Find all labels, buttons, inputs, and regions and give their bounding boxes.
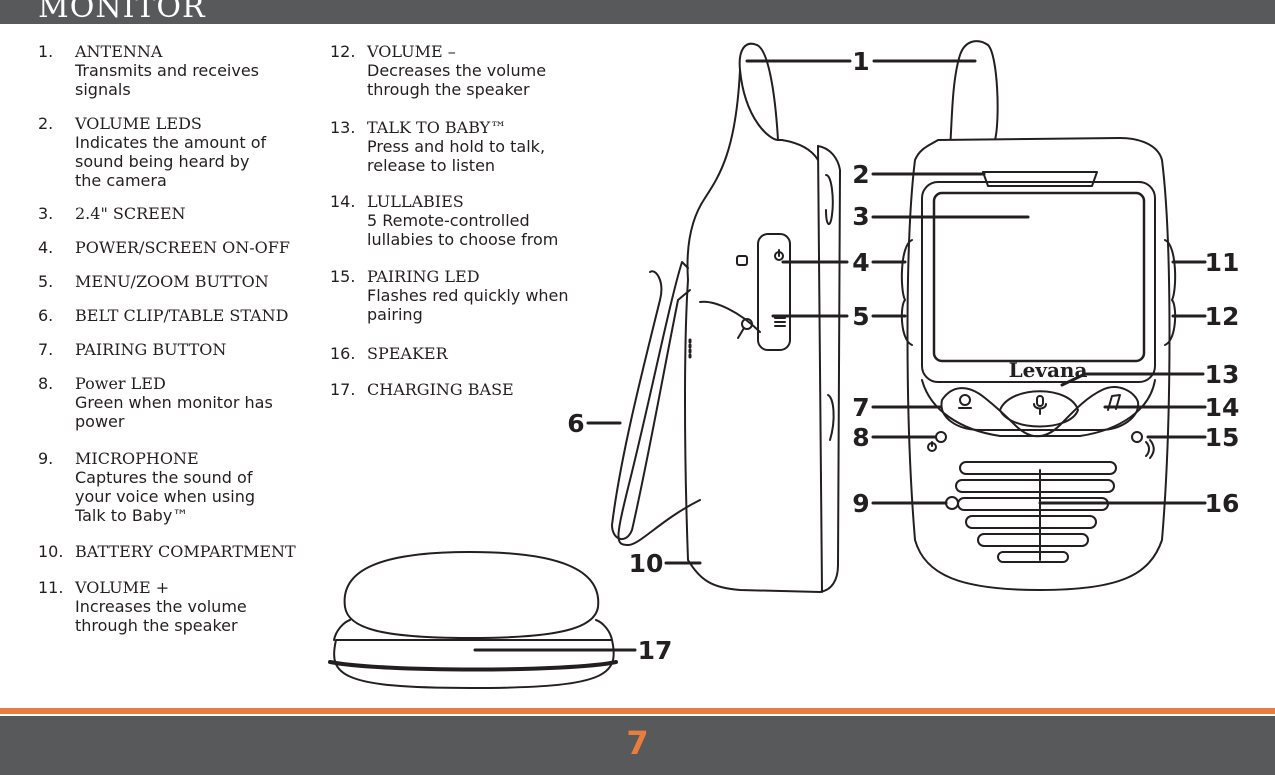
item-number: 14.	[330, 192, 356, 211]
item-number: 9.	[38, 449, 54, 468]
item-title: TALK TO BABY™	[367, 118, 507, 137]
item-title: MENU/ZOOM BUTTON	[75, 272, 269, 291]
item-number: 7.	[38, 340, 54, 359]
orange-divider	[0, 708, 1275, 714]
item-number: 3.	[38, 204, 54, 223]
item-number: 6.	[38, 306, 54, 325]
callout-label: 14	[1205, 393, 1240, 422]
item-number: 11.	[38, 578, 64, 597]
callout-label: 13	[1205, 360, 1240, 389]
item-number: 2.	[38, 114, 54, 133]
item-number: 8.	[38, 374, 54, 393]
header-bar: MONITOR	[0, 0, 1275, 24]
item-description: Captures the sound of your voice when us…	[75, 468, 256, 525]
item-title: BATTERY COMPARTMENT	[75, 542, 296, 561]
item-title: VOLUME –	[367, 42, 456, 61]
item-title: VOLUME LEDS	[75, 114, 202, 133]
callout-label: 6	[567, 409, 584, 438]
item-title: 2.4" SCREEN	[75, 204, 186, 223]
page-title: MONITOR	[38, 0, 206, 24]
callout-label: 17	[638, 636, 673, 665]
item-title: PAIRING LED	[367, 267, 480, 286]
item-number: 4.	[38, 238, 54, 257]
item-description: Press and hold to talk, release to liste…	[367, 137, 546, 175]
item-description: Green when monitor has power	[75, 393, 273, 431]
front-view-drawing	[900, 40, 1177, 591]
item-number: 16.	[330, 344, 356, 363]
callout-label: 5	[852, 302, 869, 331]
item-description: Indicates the amount of sound being hear…	[75, 133, 267, 190]
item-title: PAIRING BUTTON	[75, 340, 227, 359]
callout-label: 9	[852, 489, 869, 518]
item-description: Transmits and receives signals	[75, 61, 259, 99]
callout-label: 15	[1205, 423, 1240, 452]
footer-bar	[0, 716, 1275, 775]
item-number: 13.	[330, 118, 356, 137]
callout-label: 10	[629, 549, 664, 578]
leader-lines	[473, 59, 1207, 652]
item-number: 1.	[38, 42, 54, 61]
item-title: BELT CLIP/TABLE STAND	[75, 306, 289, 325]
item-number: 15.	[330, 267, 356, 286]
item-number: 10.	[38, 542, 64, 561]
item-title: SPEAKER	[367, 344, 448, 363]
item-title: MICROPHONE	[75, 449, 199, 468]
item-description: Increases the volume through the speaker	[75, 597, 247, 635]
item-title: VOLUME +	[75, 578, 170, 597]
item-number: 12.	[330, 42, 356, 61]
callout-label: 16	[1205, 489, 1240, 518]
side-view-drawing	[611, 42, 841, 593]
callout-label: 1	[852, 47, 869, 76]
item-title: CHARGING BASE	[367, 380, 514, 399]
callout-label: 3	[852, 202, 869, 231]
item-description: 5 Remote-controlled lullabies to choose …	[367, 211, 559, 249]
item-number: 17.	[330, 380, 356, 399]
callout-label: 12	[1205, 302, 1240, 331]
callout-label: 11	[1205, 248, 1240, 277]
item-title: Power LED	[75, 374, 166, 393]
page-number: 7	[626, 724, 649, 762]
item-description: Decreases the volume through the speaker	[367, 61, 547, 99]
callout-label: 8	[852, 423, 869, 452]
item-title: ANTENNA	[75, 42, 163, 61]
callout-label: 7	[852, 393, 869, 422]
callout-label: 4	[852, 248, 869, 277]
callout-label: 2	[852, 160, 869, 189]
charging-base-drawing	[328, 551, 618, 689]
item-number: 5.	[38, 272, 54, 291]
item-title: LULLABIES	[367, 192, 464, 211]
item-title: POWER/SCREEN ON-OFF	[75, 238, 290, 257]
brand-logo: Levana	[1009, 358, 1088, 382]
item-description: Flashes red quickly when pairing	[367, 286, 569, 324]
